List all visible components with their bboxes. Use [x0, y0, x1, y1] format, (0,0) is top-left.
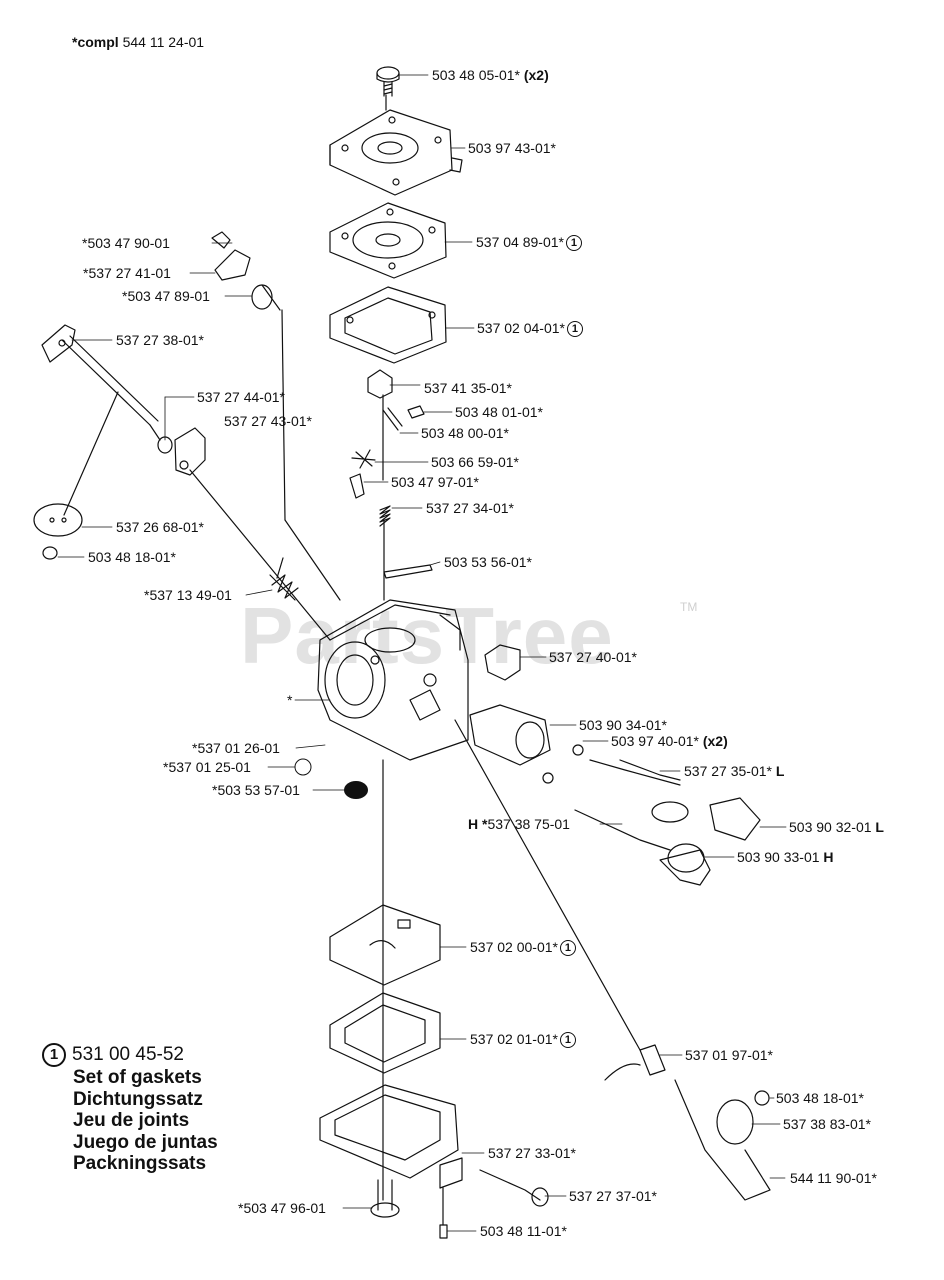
part-label: 537 41 35-01* [424, 380, 512, 396]
legend-line: Dichtungssatz [73, 1088, 203, 1110]
ball-part [294, 758, 312, 776]
legend-line: Set of gaskets [73, 1067, 202, 1088]
metering-diaphragm-part [329, 904, 441, 986]
part-label: 537 27 37-01* [569, 1188, 657, 1204]
pump-cover-part [329, 109, 463, 196]
part-label: 537 27 44-01* [197, 389, 285, 405]
part-label: 503 66 59-01* [431, 454, 519, 470]
part-label: 537 02 01-01*1 [470, 1031, 576, 1049]
lever-bracket-part [211, 231, 281, 311]
compl-number: 544 11 24-01 [122, 34, 205, 50]
part-label: 503 90 32-01 L [789, 819, 884, 835]
choke-parts [469, 644, 584, 784]
part-label: 503 97 40-01* (x2) [611, 733, 728, 749]
part-label: 503 53 56-01* [444, 554, 532, 570]
metering-gasket-part [329, 992, 441, 1074]
part-label: 537 02 04-01*1 [477, 320, 583, 338]
part-label: 537 38 83-01* [783, 1116, 871, 1132]
gasket-set-marker: 1 [559, 1032, 576, 1049]
throttle-plate-part [33, 503, 83, 537]
idle-needle-part [589, 759, 689, 823]
part-label: 503 47 97-01* [391, 474, 479, 490]
part-label: *503 47 89-01 [122, 288, 210, 304]
plug-part [344, 781, 368, 799]
part-label: *537 27 41-01 [83, 265, 171, 281]
pump-gasket-part [329, 286, 447, 364]
pump-diaphragm-part [329, 202, 447, 279]
gasket-set-legend: 1 531 00 45-52 Set of gaskets Dichtungssa… [42, 1043, 218, 1175]
part-label: *503 47 96-01 [238, 1200, 326, 1216]
part-label: 537 27 35-01* L [684, 763, 785, 779]
fuel-pick-up-part [439, 1187, 448, 1239]
compl-prefix: *compl [72, 34, 119, 50]
part-label: 503 48 00-01* [421, 425, 509, 441]
part-label: 503 48 05-01* (x2) [432, 67, 549, 83]
cover-screw-part [370, 1179, 400, 1218]
inlet-needle-part [349, 369, 425, 499]
complete-assembly-label: *compl 544 11 24-01 [72, 34, 204, 50]
carburetor-body-part [317, 599, 469, 761]
part-label: 503 48 01-01* [455, 404, 543, 420]
part-label: *537 01 25-01 [163, 759, 251, 775]
part-label: 537 27 43-01* [224, 413, 312, 429]
part-label: *537 01 26-01 [192, 740, 280, 756]
part-label: 503 48 18-01* [88, 549, 176, 565]
part-label: *537 13 49-01 [144, 587, 232, 603]
gasket-set-marker: 1 [566, 321, 583, 338]
gasket-set-marker: 1 [559, 940, 576, 957]
metering-cover-part [319, 1084, 463, 1189]
part-label: 537 02 00-01*1 [470, 939, 576, 957]
throttle-screw-part [42, 546, 58, 560]
part-label: *503 47 90-01 [82, 235, 170, 251]
part-label: 537 27 38-01* [116, 332, 204, 348]
part-label: 503 48 18-01* [776, 1090, 864, 1106]
part-label: * [287, 692, 293, 708]
legend-kit-number: 531 00 45-52 [72, 1044, 184, 1065]
gasket-set-marker: 1 [565, 235, 582, 252]
part-label: 537 27 33-01* [488, 1145, 576, 1161]
throttle-spring-part [269, 574, 299, 601]
needle-spring-part [379, 505, 391, 527]
part-label: 537 26 68-01* [116, 519, 204, 535]
limiter-cap-l-part [709, 797, 761, 841]
legend-marker: 1 [42, 1043, 66, 1067]
idle-screw-part [479, 1169, 549, 1207]
lever-pin-part [383, 564, 433, 579]
part-label: 537 27 40-01* [549, 649, 637, 665]
part-label: 537 27 34-01* [426, 500, 514, 516]
watermark-trademark: TM [680, 600, 698, 614]
part-label: 503 97 43-01* [468, 140, 556, 156]
throttle-shaft-part [41, 324, 206, 476]
choke-shaft-part [639, 1044, 771, 1201]
limiter-cap-h-part [659, 849, 711, 886]
top-screw-part [376, 66, 400, 97]
leader-lines [57, 74, 787, 1232]
part-label: 503 90 33-01 H [737, 849, 834, 865]
part-label: H *537 38 75-01 [468, 816, 570, 832]
part-label: 503 90 34-01* [579, 717, 667, 733]
legend-line: Packningssats [73, 1153, 207, 1174]
part-label: 503 48 11-01* [480, 1223, 567, 1239]
legend-line: Juego de juntas [73, 1131, 218, 1153]
main-needle-part [574, 809, 705, 873]
part-label: 537 04 89-01*1 [476, 234, 582, 252]
part-label: 537 01 97-01* [685, 1047, 773, 1063]
legend-line: Jeu de joints [73, 1110, 190, 1131]
part-label: *503 53 57-01 [212, 782, 300, 798]
part-label: 544 11 90-01* [790, 1170, 877, 1186]
